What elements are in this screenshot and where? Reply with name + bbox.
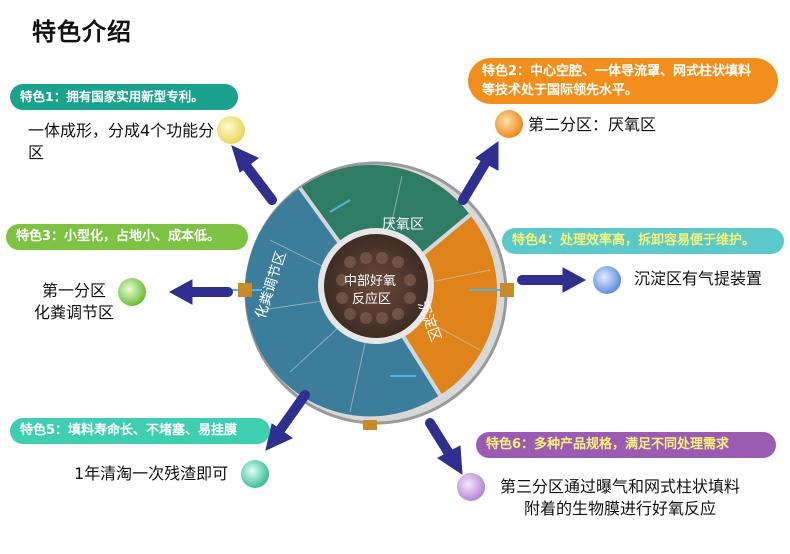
zone-anaerobic-label: 厌氧区 xyxy=(382,217,424,233)
feature-4-desc: 沉淀区有气提装置 xyxy=(634,269,763,288)
dot-f4 xyxy=(593,266,621,294)
dot-f5 xyxy=(241,460,269,488)
feature-6-desc-1: 第三分区通过曝气和网式柱状填料 xyxy=(500,477,741,496)
inlet-pipe xyxy=(238,283,252,297)
feature-3-desc-1: 第一分区 xyxy=(42,281,107,300)
page-title: 特色介绍 xyxy=(32,18,132,46)
feature-3-label: 特色3：小型化，占地小、成本低。 xyxy=(6,224,248,250)
dot-f1 xyxy=(217,116,245,144)
feature-2-desc: 第二分区：厌氧区 xyxy=(528,115,657,134)
feature-1-desc: 一体成形，分成4个功能分区 xyxy=(28,121,215,162)
core-label-1: 中部好氧 xyxy=(344,274,397,289)
feature-6-label: 特色6：多种产品规格，满足不同处理需求 xyxy=(476,432,776,458)
outlet-pipe xyxy=(500,283,514,297)
dot-f2 xyxy=(495,110,523,138)
feature-4-label: 特色4：处理效率高，拆卸容易便于维护。 xyxy=(502,228,784,254)
feature-5-label: 特色5：填料寿命长、不堵塞、易挂膜 xyxy=(10,418,270,444)
core-label-2: 反应区 xyxy=(352,292,392,307)
bottom-pipe xyxy=(363,420,377,430)
feature-3-desc-2: 化粪调节区 xyxy=(34,303,115,322)
feature-2-label: 特色2：中心空腔、一体导流罩、网式柱状填料等技术处于国际领先水平。 xyxy=(468,58,778,104)
dot-f3 xyxy=(118,278,146,306)
feature-6-desc-2: 附着的生物膜进行好氧反应 xyxy=(524,499,717,518)
dot-f6 xyxy=(457,473,485,501)
feature-1-label: 特色1：拥有国家实用新型专利。 xyxy=(10,84,238,110)
sediment-zone xyxy=(376,215,498,395)
feature-5-desc: 1年清淘一次残渣即可 xyxy=(74,464,229,483)
